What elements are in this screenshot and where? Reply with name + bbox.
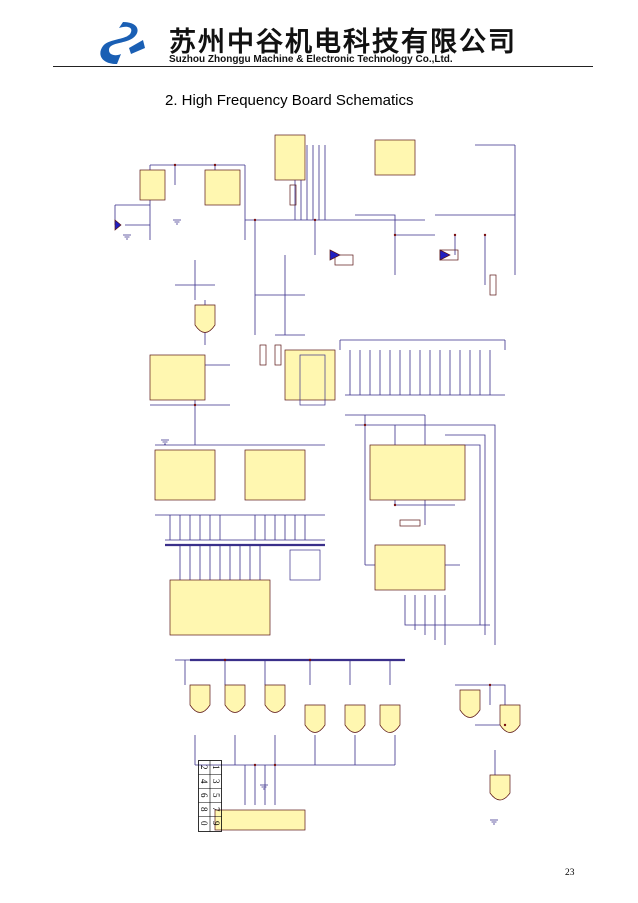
keypad-digit: 8 [199, 807, 209, 812]
schematic-passives [114, 184, 497, 527]
header-divider [53, 66, 593, 67]
schematic-chips [139, 134, 466, 831]
keypad-digit: 3 [211, 779, 221, 784]
keypad-digit: 2 [199, 765, 209, 770]
keypad-legend: 2 4 6 8 0 1 3 5 7 9 [198, 760, 222, 832]
schematic-jumper [289, 354, 326, 581]
section-title: 2. High Frequency Board Schematics [165, 92, 414, 109]
keypad-digit: 0 [199, 821, 209, 826]
document-header: 苏州中谷机电科技有限公司 Suzhou Zhonggu Machine & El… [95, 18, 545, 68]
page-number: 23 [565, 868, 575, 878]
schematic-junctions [173, 163, 507, 767]
keypad-digit: 4 [199, 779, 209, 784]
keypad-digit: 5 [211, 793, 221, 798]
keypad-digit: 7 [211, 807, 221, 812]
schematic-diagram [114, 134, 521, 831]
keypad-digit: 1 [211, 765, 221, 770]
keypad-digit: 9 [211, 821, 221, 826]
keypad-digit: 6 [199, 793, 209, 798]
company-name-chinese: 苏州中谷机电科技有限公司 [169, 27, 517, 58]
schematic-grounds [123, 219, 498, 825]
company-logo [100, 22, 145, 64]
schematic-gates [189, 304, 521, 801]
company-name-english: Suzhou Zhonggu Machine & Electronic Tech… [169, 54, 453, 65]
